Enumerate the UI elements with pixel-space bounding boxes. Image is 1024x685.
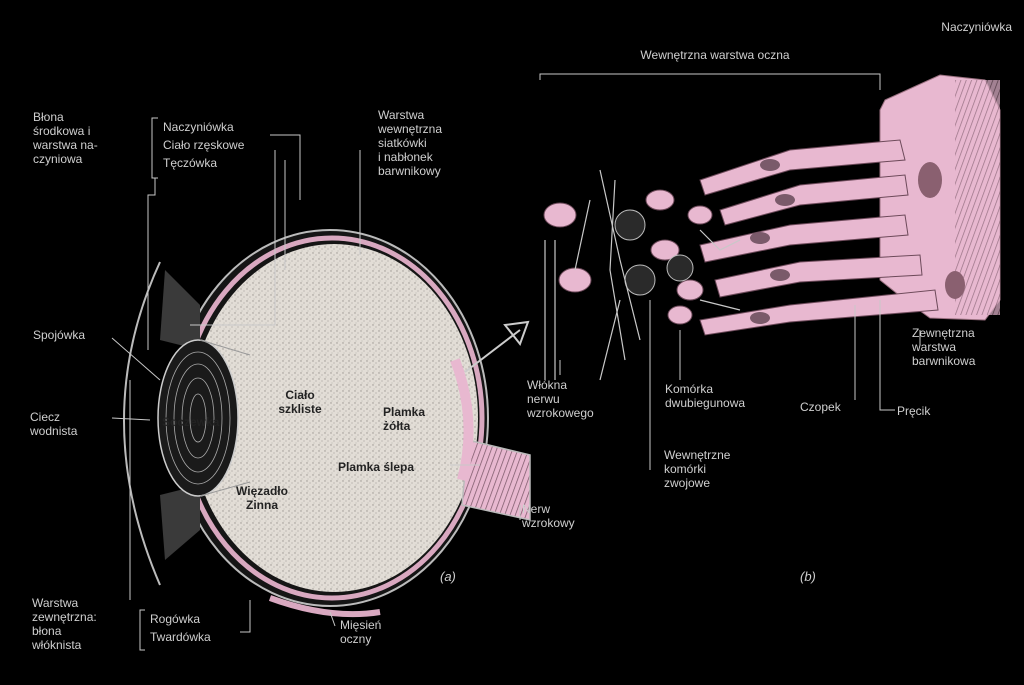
label-cone: Czopek	[800, 400, 841, 414]
label-zonule: Więzadło Zinna	[236, 484, 288, 512]
retina-detail	[539, 73, 1001, 470]
label-nerve-fibres: Włókna nerwu wzrokowego	[527, 378, 594, 420]
ciliary-body-bottom	[160, 485, 200, 560]
label-macula: Plamka żółta	[383, 405, 426, 433]
lens	[157, 339, 239, 497]
label-aqueous-humor: Ciecz wodnista	[30, 410, 78, 438]
leader-lines-a	[111, 117, 521, 651]
label-cornea: Rogówka	[150, 612, 201, 626]
label-ganglion-cells: Wewnętrzne komórki zwojowe	[664, 448, 731, 490]
label-optic-nerve: Nerw wzrokowy	[522, 502, 575, 530]
zonule-fibres	[199, 339, 251, 497]
label-vitreous-body: Ciało szkliste	[278, 388, 322, 416]
leader-lines-b	[559, 300, 921, 470]
ciliary-body-top	[160, 270, 200, 350]
nerve-fibres	[544, 169, 741, 381]
label-sclera: Twardówka	[150, 630, 211, 644]
eye-muscle-graphic	[268, 595, 381, 618]
label-choroid-top: Naczyniówka	[941, 20, 1012, 34]
vitreous-body	[190, 244, 478, 592]
label-choroid: Naczyniówka	[163, 120, 234, 134]
label-blind-spot: Plamka ślepa	[338, 460, 415, 474]
label-outer-pigment-layer: Zewnętrzna warstwa barwnikowa	[912, 326, 976, 368]
cornea	[123, 261, 161, 586]
label-iris: Tęczówka	[163, 156, 218, 170]
optic-nerve-graphic	[461, 439, 531, 521]
label-eye-muscle: Mięsień oczny	[340, 618, 382, 646]
bipolar-cells	[645, 189, 713, 325]
panel-label-a: (a)	[440, 569, 456, 584]
magnify-arrow-head	[503, 320, 530, 347]
panel-label-b: (b)	[800, 569, 816, 584]
pigment-nucleus-2	[945, 271, 965, 299]
label-ciliary-body: Ciało rzęskowe	[163, 138, 245, 152]
label-conjunctiva: Spojówka	[33, 328, 86, 342]
label-bipolar-cell: Komórka dwubiegunowa	[665, 382, 746, 410]
label-middle-layer: Błona środkowa i warstwa na- czyniowa	[33, 110, 98, 166]
pigment-nucleus	[918, 162, 942, 198]
macula-region	[450, 358, 474, 482]
ganglion-cells	[614, 209, 694, 296]
label-lens: Soczewka	[162, 415, 220, 429]
magnify-arrow	[464, 329, 521, 373]
label-inner-retina: Warstwa wewnętrzna siatkówki i nabłonek …	[378, 108, 443, 178]
photoreceptor-nuclei	[750, 159, 795, 324]
nerve-fibre-cells	[543, 202, 592, 293]
label-inner-retina-layer: Wewnętrzna warstwa oczna	[640, 48, 790, 62]
label-rod: Pręcik	[897, 404, 931, 418]
inner-layer-bracket	[539, 73, 881, 90]
label-outer-layer: Warstwa zewnętrzna: błona włóknista	[32, 596, 97, 652]
lens-layers	[165, 351, 231, 485]
eyeball	[123, 229, 531, 618]
